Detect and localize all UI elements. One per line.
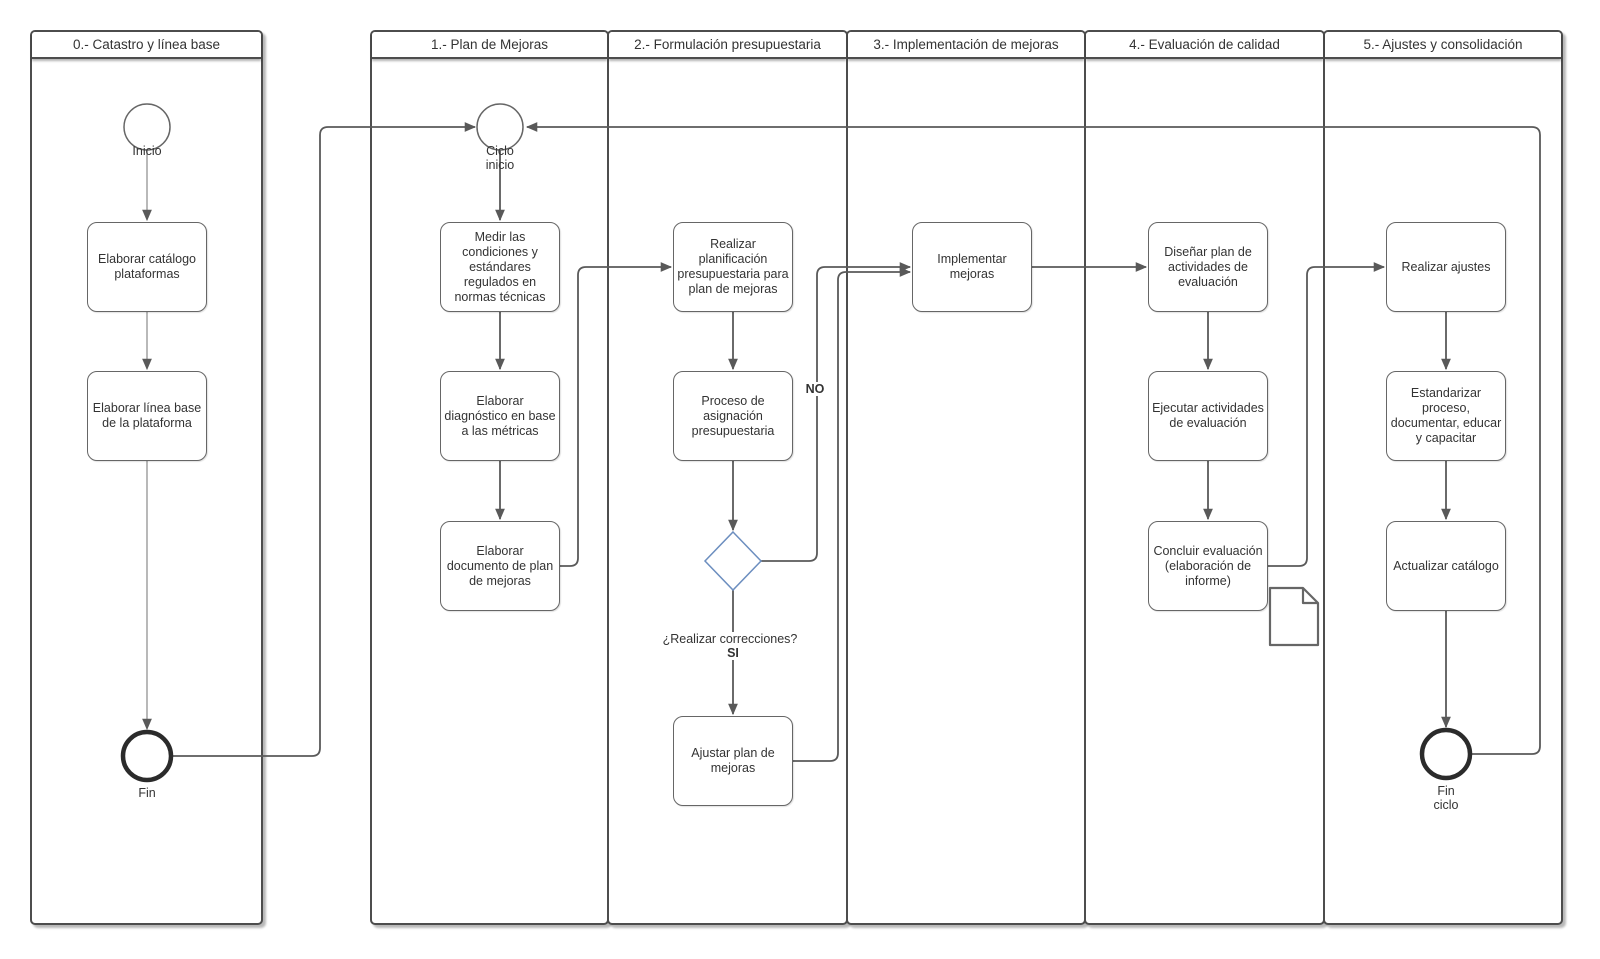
task-concluir-evaluacion[interactable]: Concluir evaluación (elaboración de info…: [1148, 521, 1268, 611]
task-label: Realizar planificación presupuestaria pa…: [677, 237, 789, 296]
task-ejecutar-actividades[interactable]: Ejecutar actividades de evaluación: [1148, 371, 1268, 461]
task-label: Medir las condiciones y estándares regul…: [454, 229, 546, 304]
task-label: Elaborar diagnóstico en base a las métri…: [444, 393, 556, 438]
label-ciclo-inicio: Ciclo inicio: [485, 144, 515, 172]
task-disenar-plan[interactable]: Diseñar plan de actividades de evaluació…: [1148, 222, 1268, 312]
lane-header-implementacion[interactable]: 3.- Implementación de mejoras: [848, 32, 1084, 59]
edge-fin-ciclo-to-ciclo-inicio: [525, 122, 1541, 755]
label-fin: Fin: [138, 786, 156, 800]
task-label: Ajustar plan de mejoras: [691, 746, 775, 775]
document-icon-fold: [1301, 588, 1318, 605]
edge-decision-no-to-implementar: [761, 262, 912, 562]
task-realizar-ajustes[interactable]: Realizar ajustes: [1386, 222, 1506, 312]
lane-header-ajustes[interactable]: 5.- Ajustes y consolidación: [1325, 32, 1561, 59]
edge-ajustar-to-implementar: [793, 267, 912, 762]
lane-title: 2.- Formulación presupuestaria: [634, 37, 821, 52]
lane-header-evaluacion[interactable]: 4.- Evaluación de calidad: [1086, 32, 1323, 59]
task-actualizar-catalogo[interactable]: Actualizar catálogo: [1386, 521, 1506, 611]
lane-implementacion-mejoras: 3.- Implementación de mejoras: [846, 30, 1086, 925]
task-label: Diseñar plan de actividades de evaluació…: [1164, 244, 1252, 289]
task-label: Elaborar catálogo plataformas: [98, 252, 196, 281]
edge-concluir-to-realizar-ajustes: [1268, 262, 1386, 567]
lane-title: 3.- Implementación de mejoras: [873, 37, 1059, 52]
end-event-fin-ciclo[interactable]: [1419, 727, 1473, 781]
task-label: Estandarizar proceso, documentar, educar…: [1390, 386, 1502, 445]
edge-documento-to-planificacion: [560, 262, 673, 567]
lane-header-catastro[interactable]: 0.- Catastro y línea base: [32, 32, 261, 59]
label-inicio: Inicio: [132, 144, 162, 158]
lane-header-plan-mejoras[interactable]: 1.- Plan de Mejoras: [372, 32, 607, 59]
task-estandarizar-proceso[interactable]: Estandarizar proceso, documentar, educar…: [1386, 371, 1506, 461]
lane-title: 4.- Evaluación de calidad: [1129, 37, 1280, 52]
document-icon[interactable]: [1268, 586, 1320, 647]
lane-title: 5.- Ajustes y consolidación: [1363, 37, 1523, 52]
label-realizar-correcciones: ¿Realizar correcciones?: [660, 632, 800, 646]
task-label: Concluir evaluación (elaboración de info…: [1153, 543, 1263, 588]
lane-plan-de-mejoras: 1.- Plan de Mejoras: [370, 30, 609, 925]
task-elaborar-diagnostico[interactable]: Elaborar diagnóstico en base a las métri…: [440, 371, 560, 461]
task-label: Implementar mejoras: [937, 252, 1007, 281]
task-label: Elaborar línea base de la plataforma: [92, 401, 202, 430]
task-elaborar-linea-base[interactable]: Elaborar línea base de la plataforma: [87, 371, 207, 461]
start-event-inicio[interactable]: [123, 103, 171, 151]
start-event-ciclo-inicio[interactable]: [476, 103, 524, 151]
label-fin-ciclo: Fin ciclo: [1433, 784, 1459, 812]
task-ajustar-plan[interactable]: Ajustar plan de mejoras: [673, 716, 793, 806]
task-elaborar-catalogo[interactable]: Elaborar catálogo plataformas: [87, 222, 207, 312]
task-label: Ejecutar actividades de evaluación: [1152, 401, 1264, 430]
task-implementar-mejoras[interactable]: Implementar mejoras: [912, 222, 1032, 312]
task-realizar-planificacion[interactable]: Realizar planificación presupuestaria pa…: [673, 222, 793, 312]
lane-title: 0.- Catastro y línea base: [72, 37, 221, 52]
task-medir-condiciones[interactable]: Medir las condiciones y estándares regul…: [440, 222, 560, 312]
label-no: NO: [803, 382, 827, 396]
lane-header-formulacion[interactable]: 2.- Formulación presupuestaria: [609, 32, 846, 59]
label-si: SI: [725, 646, 741, 660]
task-label: Elaborar documento de plan de mejoras: [446, 543, 554, 588]
task-proceso-asignacion[interactable]: Proceso de asignación presupuestaria: [673, 371, 793, 461]
task-elaborar-documento[interactable]: Elaborar documento de plan de mejoras: [440, 521, 560, 611]
end-event-fin[interactable]: [120, 729, 174, 783]
task-label: Actualizar catálogo: [1393, 558, 1499, 573]
decision-gateway-realizar-correcciones[interactable]: [703, 530, 763, 592]
lane-title: 1.- Plan de Mejoras: [430, 37, 549, 52]
task-label: Proceso de asignación presupuestaria: [691, 393, 775, 438]
edge-fin-to-ciclo-inicio: [172, 122, 477, 757]
task-label: Realizar ajustes: [1401, 259, 1491, 274]
